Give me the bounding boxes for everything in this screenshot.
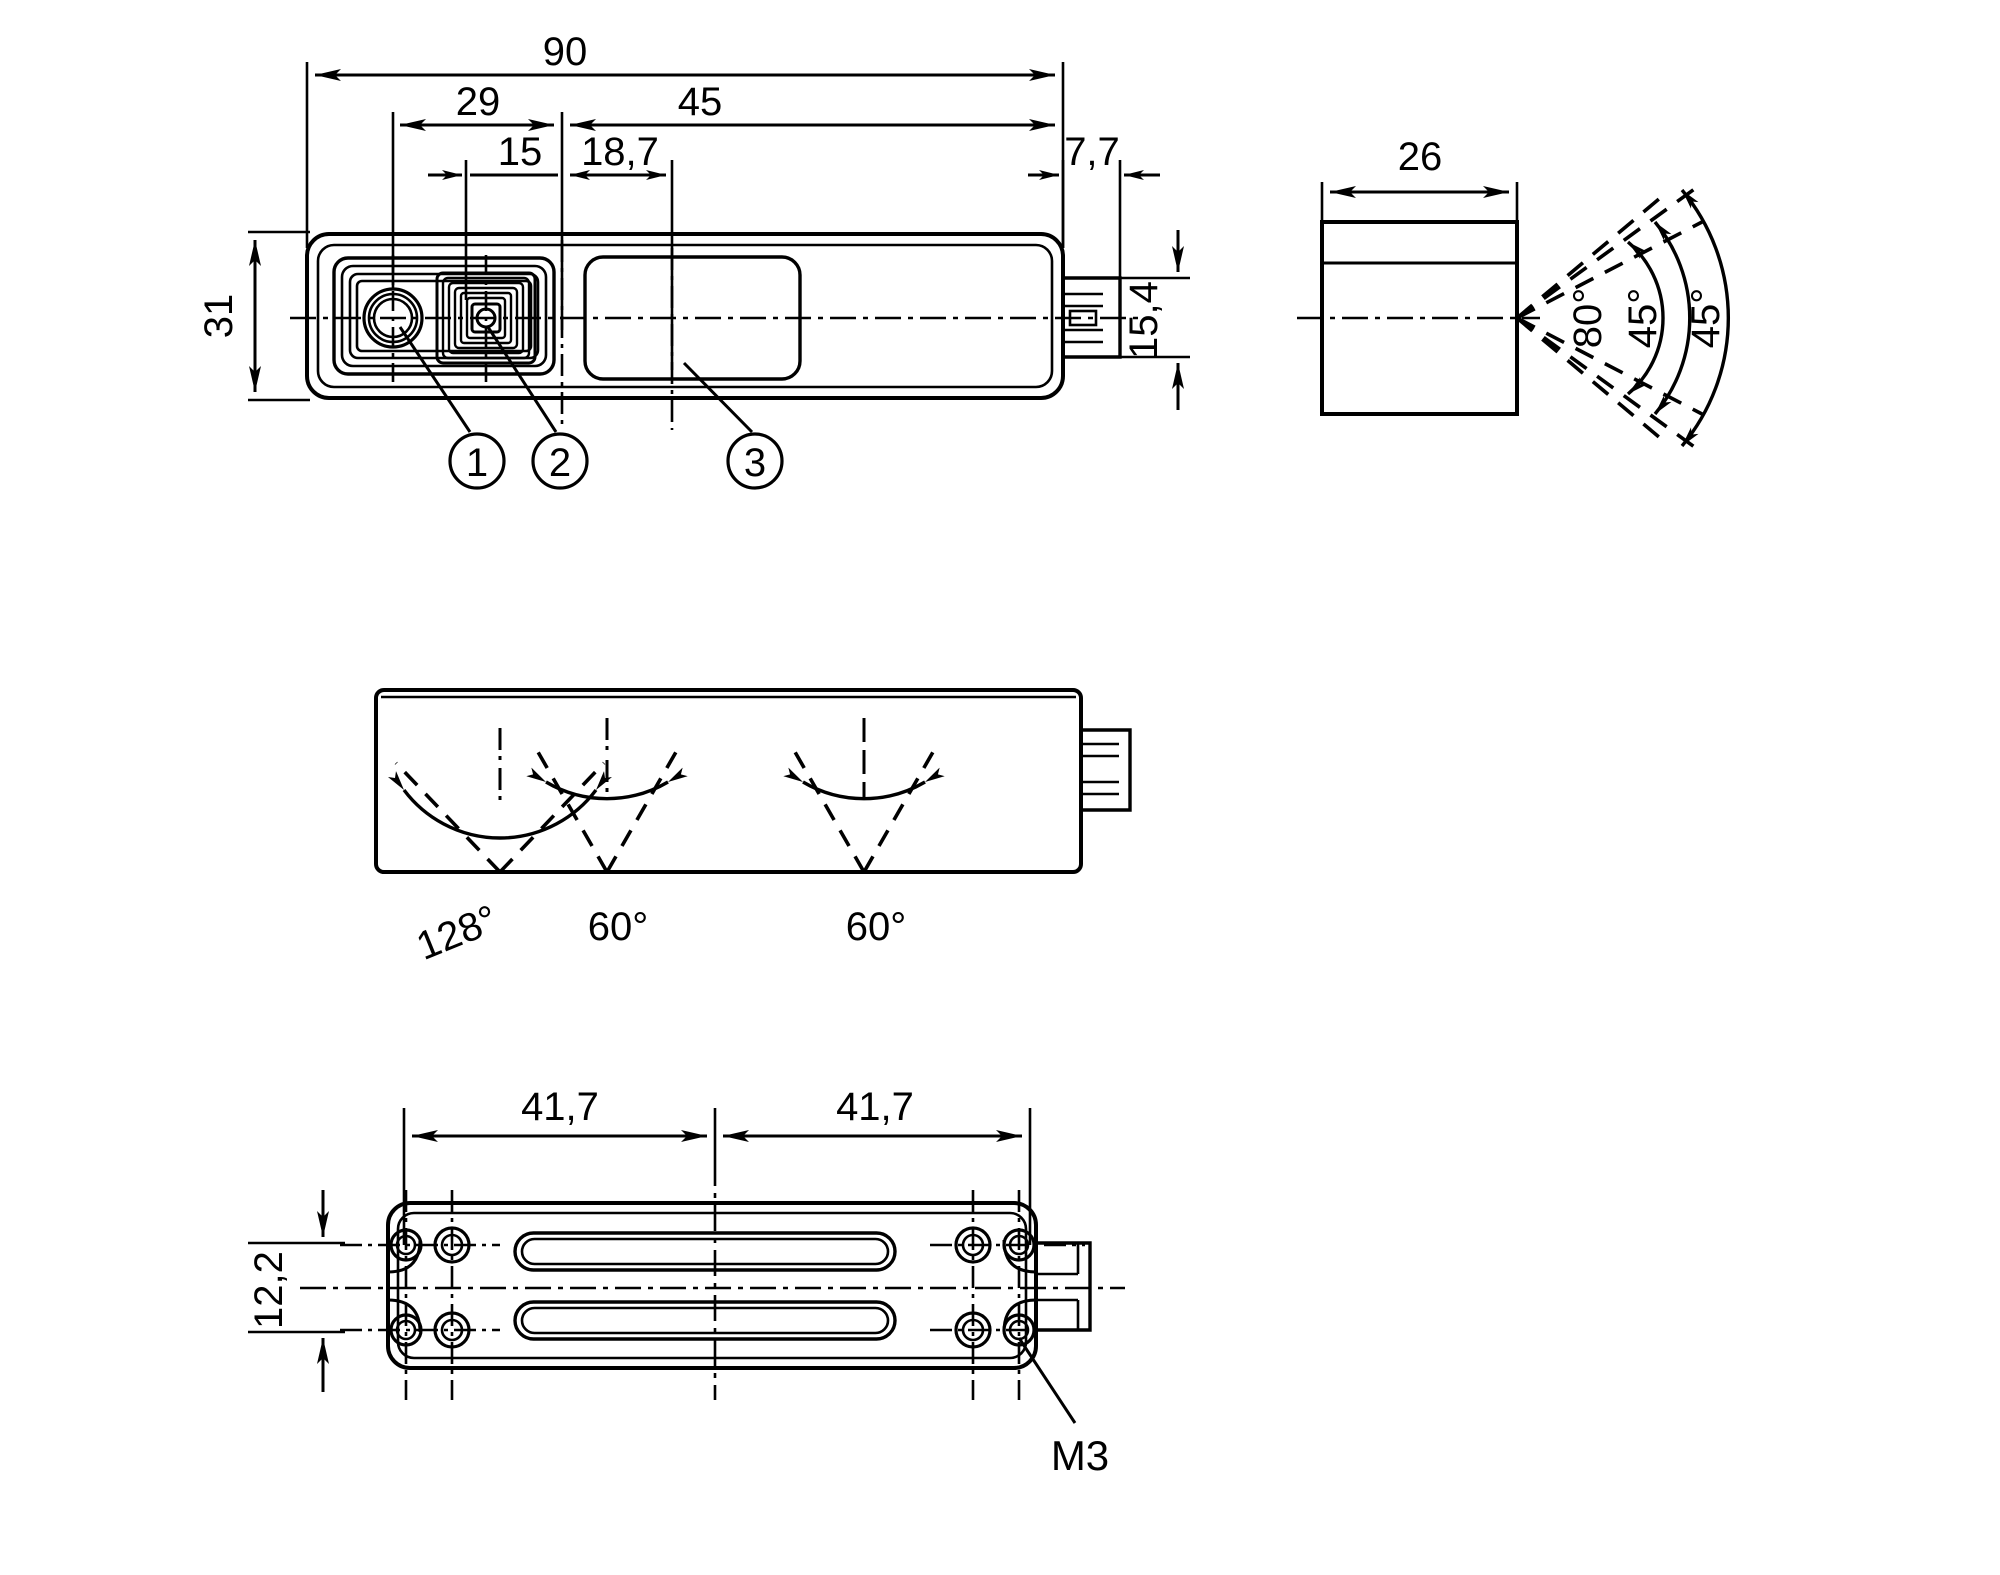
angle-128-label: 128° [411, 897, 504, 969]
top-connector [1081, 728, 1132, 812]
top-aperture-cones [394, 751, 935, 874]
callout-1: 1 [448, 432, 506, 490]
dim-15-4: 15,4 [1120, 230, 1190, 410]
top-housing-outline [374, 688, 1083, 874]
front-housing-outline [305, 232, 1065, 400]
dim-18-7: 18,7 [570, 130, 666, 180]
bottom-extension-lines [402, 1108, 1032, 1245]
bottom-view: 41,7 41,7 12,2 [247, 1085, 1125, 1479]
dim-31: 31 [197, 230, 310, 402]
dim-15-label: 15 [498, 130, 543, 174]
callout-2: 2 [531, 432, 589, 490]
thread-spec-label: M3 [1051, 1432, 1109, 1479]
top-view: 128° 60° 60° [374, 688, 1132, 969]
callout-1-label: 1 [466, 441, 488, 485]
angle-60-a-label: 60° [588, 905, 649, 949]
dim-90-label: 90 [543, 30, 588, 74]
top-axis-centerlines [498, 718, 866, 806]
angle-45-a-label: 45° [1621, 288, 1665, 349]
dim-29: 29 [400, 80, 554, 131]
bottom-centerlines [300, 1160, 1125, 1400]
dim-12-2: 12,2 [247, 1190, 345, 1392]
dim-41-7-right: 41,7 [723, 1085, 1022, 1142]
side-angle-arcs [1626, 188, 1731, 448]
angle-60-b-label: 60° [846, 905, 907, 949]
dim-41-7-left-label: 41,7 [521, 1085, 599, 1129]
top-angle-arcs [387, 767, 945, 840]
front-view: 90 29 45 15 18,7 7,7 [197, 30, 1190, 490]
dim-15: 15 [428, 130, 558, 180]
dim-41-7-left: 41,7 [412, 1085, 707, 1142]
callout-3-label: 3 [744, 441, 766, 485]
dim-90: 90 [315, 30, 1055, 81]
dim-26-label: 26 [1398, 135, 1443, 179]
dim-12-2-label: 12,2 [247, 1251, 291, 1329]
bottom-housing-outline [386, 1201, 1038, 1370]
angle-80-label: 80° [1566, 288, 1610, 349]
side-view: 26 80° 45° 45° [1297, 135, 1731, 453]
dim-15-4-label: 15,4 [1122, 281, 1166, 359]
dim-45: 45 [570, 80, 1055, 131]
bottom-connector [1036, 1241, 1092, 1332]
callout-3: 3 [726, 432, 784, 490]
dim-7-7-label: 7,7 [1064, 130, 1120, 174]
dim-31-label: 31 [197, 294, 241, 339]
dim-41-7-right-label: 41,7 [836, 1085, 914, 1129]
dim-29-label: 29 [456, 80, 501, 124]
thread-spec-leader [1017, 1337, 1077, 1424]
dim-7-7: 7,7 [1028, 130, 1160, 180]
front-centerlines [290, 240, 1150, 430]
callout-2-label: 2 [549, 441, 571, 485]
dim-18-7-label: 18,7 [581, 130, 659, 174]
angle-45-b-label: 45° [1684, 288, 1728, 349]
dim-26: 26 [1330, 135, 1509, 198]
dim-45-label: 45 [678, 80, 723, 124]
mounting-slots [513, 1231, 897, 1341]
front-callout-leaders [398, 326, 754, 434]
